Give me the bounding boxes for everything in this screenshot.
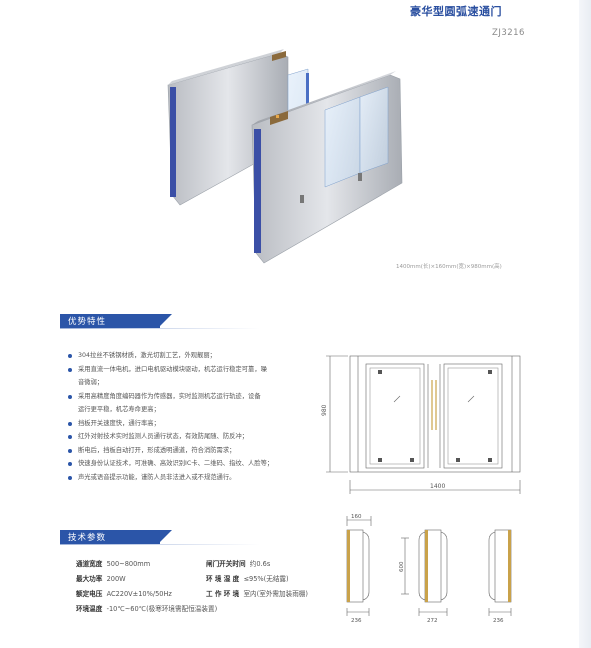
features-heading: 优势特性 [68, 317, 107, 327]
spec-row-right: 环 境 湿 度 ≤95%(无结露) [206, 575, 289, 583]
feature-item: 声光或语音提示功能，谨防人员非法进入或不规范通行。 [66, 471, 316, 485]
label-236-left: 236 [351, 618, 362, 624]
feature-item: 304拉丝不锈钢材质，激光切割工艺，外观靓丽； [66, 349, 316, 363]
label-272: 272 [427, 618, 438, 624]
feature-item: 挡板开关速度快，通行率高； [66, 417, 316, 431]
bullet-icon [68, 394, 72, 399]
front-elevation-drawing: 980 1400 [321, 355, 521, 494]
feature-item-continuation: 运行更平稳，机芯寿命更高； [78, 406, 160, 413]
label-236-right: 236 [493, 618, 504, 624]
bullet-icon [68, 367, 72, 372]
spec-row-right: 工 作 环 境 室内(室外需加装雨棚) [206, 590, 308, 598]
feature-item: 红外对射技术实时监测人员通行状态，有效防尾随、防反冲； [66, 430, 316, 444]
spec-row: 环境温度 -10℃~60℃(极寒环境需配恒温装置) [76, 605, 218, 613]
features-list: 304拉丝不锈钢材质，激光切割工艺，外观靓丽； 采用直流一体电机，进口电机驱动模… [66, 349, 316, 484]
feature-item: 断电后，挡板自动打开，形成透明通道，符合消防需求； [66, 444, 316, 458]
spec-row: 额定电压 AC220V±10%/50Hz [76, 590, 172, 598]
page-title: 豪华型圆弧速通门 [410, 5, 502, 18]
label-600: 600 [399, 561, 405, 572]
bullet-icon [68, 354, 72, 358]
spec-row: 通道宽度 500~800mm [76, 560, 151, 568]
front-width-label: 1400 [430, 483, 445, 490]
bullet-icon [68, 475, 72, 480]
top-view-drawing: 160 600 236 272 236 [346, 514, 512, 624]
feature-item: 快速身份认证技术，可准确、高效识别IC卡、二维码、指纹、人脸等； [66, 457, 316, 471]
label-160: 160 [351, 514, 362, 520]
features-heading-banner: 优势特性 [60, 314, 260, 330]
bullet-icon [68, 462, 72, 466]
dimensions-note: 1400mm(长)×160mm(宽)×980mm(高) [396, 264, 502, 270]
feature-item-continuation: 音微弱； [78, 379, 104, 386]
specs-heading-banner: 技术参数 [60, 530, 260, 546]
specs-heading: 技术参数 [68, 533, 107, 543]
spec-row: 最大功率 200W [76, 575, 126, 583]
feature-item: 采用直流一体电机，进口电机驱动模块驱动，机芯运行稳定可靠，噪 [66, 363, 316, 377]
front-height-label: 980 [321, 404, 328, 416]
page-edge-strip [579, 0, 591, 648]
feature-item: 采用高精度角度编码器作为传感器，实时监测机芯运行轨迹，设备 [66, 390, 316, 404]
spec-row-right: 闸门开关时间 约0.6s [206, 560, 271, 568]
product-image [167, 49, 403, 264]
bullet-icon [68, 421, 72, 426]
bullet-icon [68, 448, 72, 453]
model-number: ZJ3216 [492, 28, 525, 38]
bullet-icon [68, 435, 72, 439]
